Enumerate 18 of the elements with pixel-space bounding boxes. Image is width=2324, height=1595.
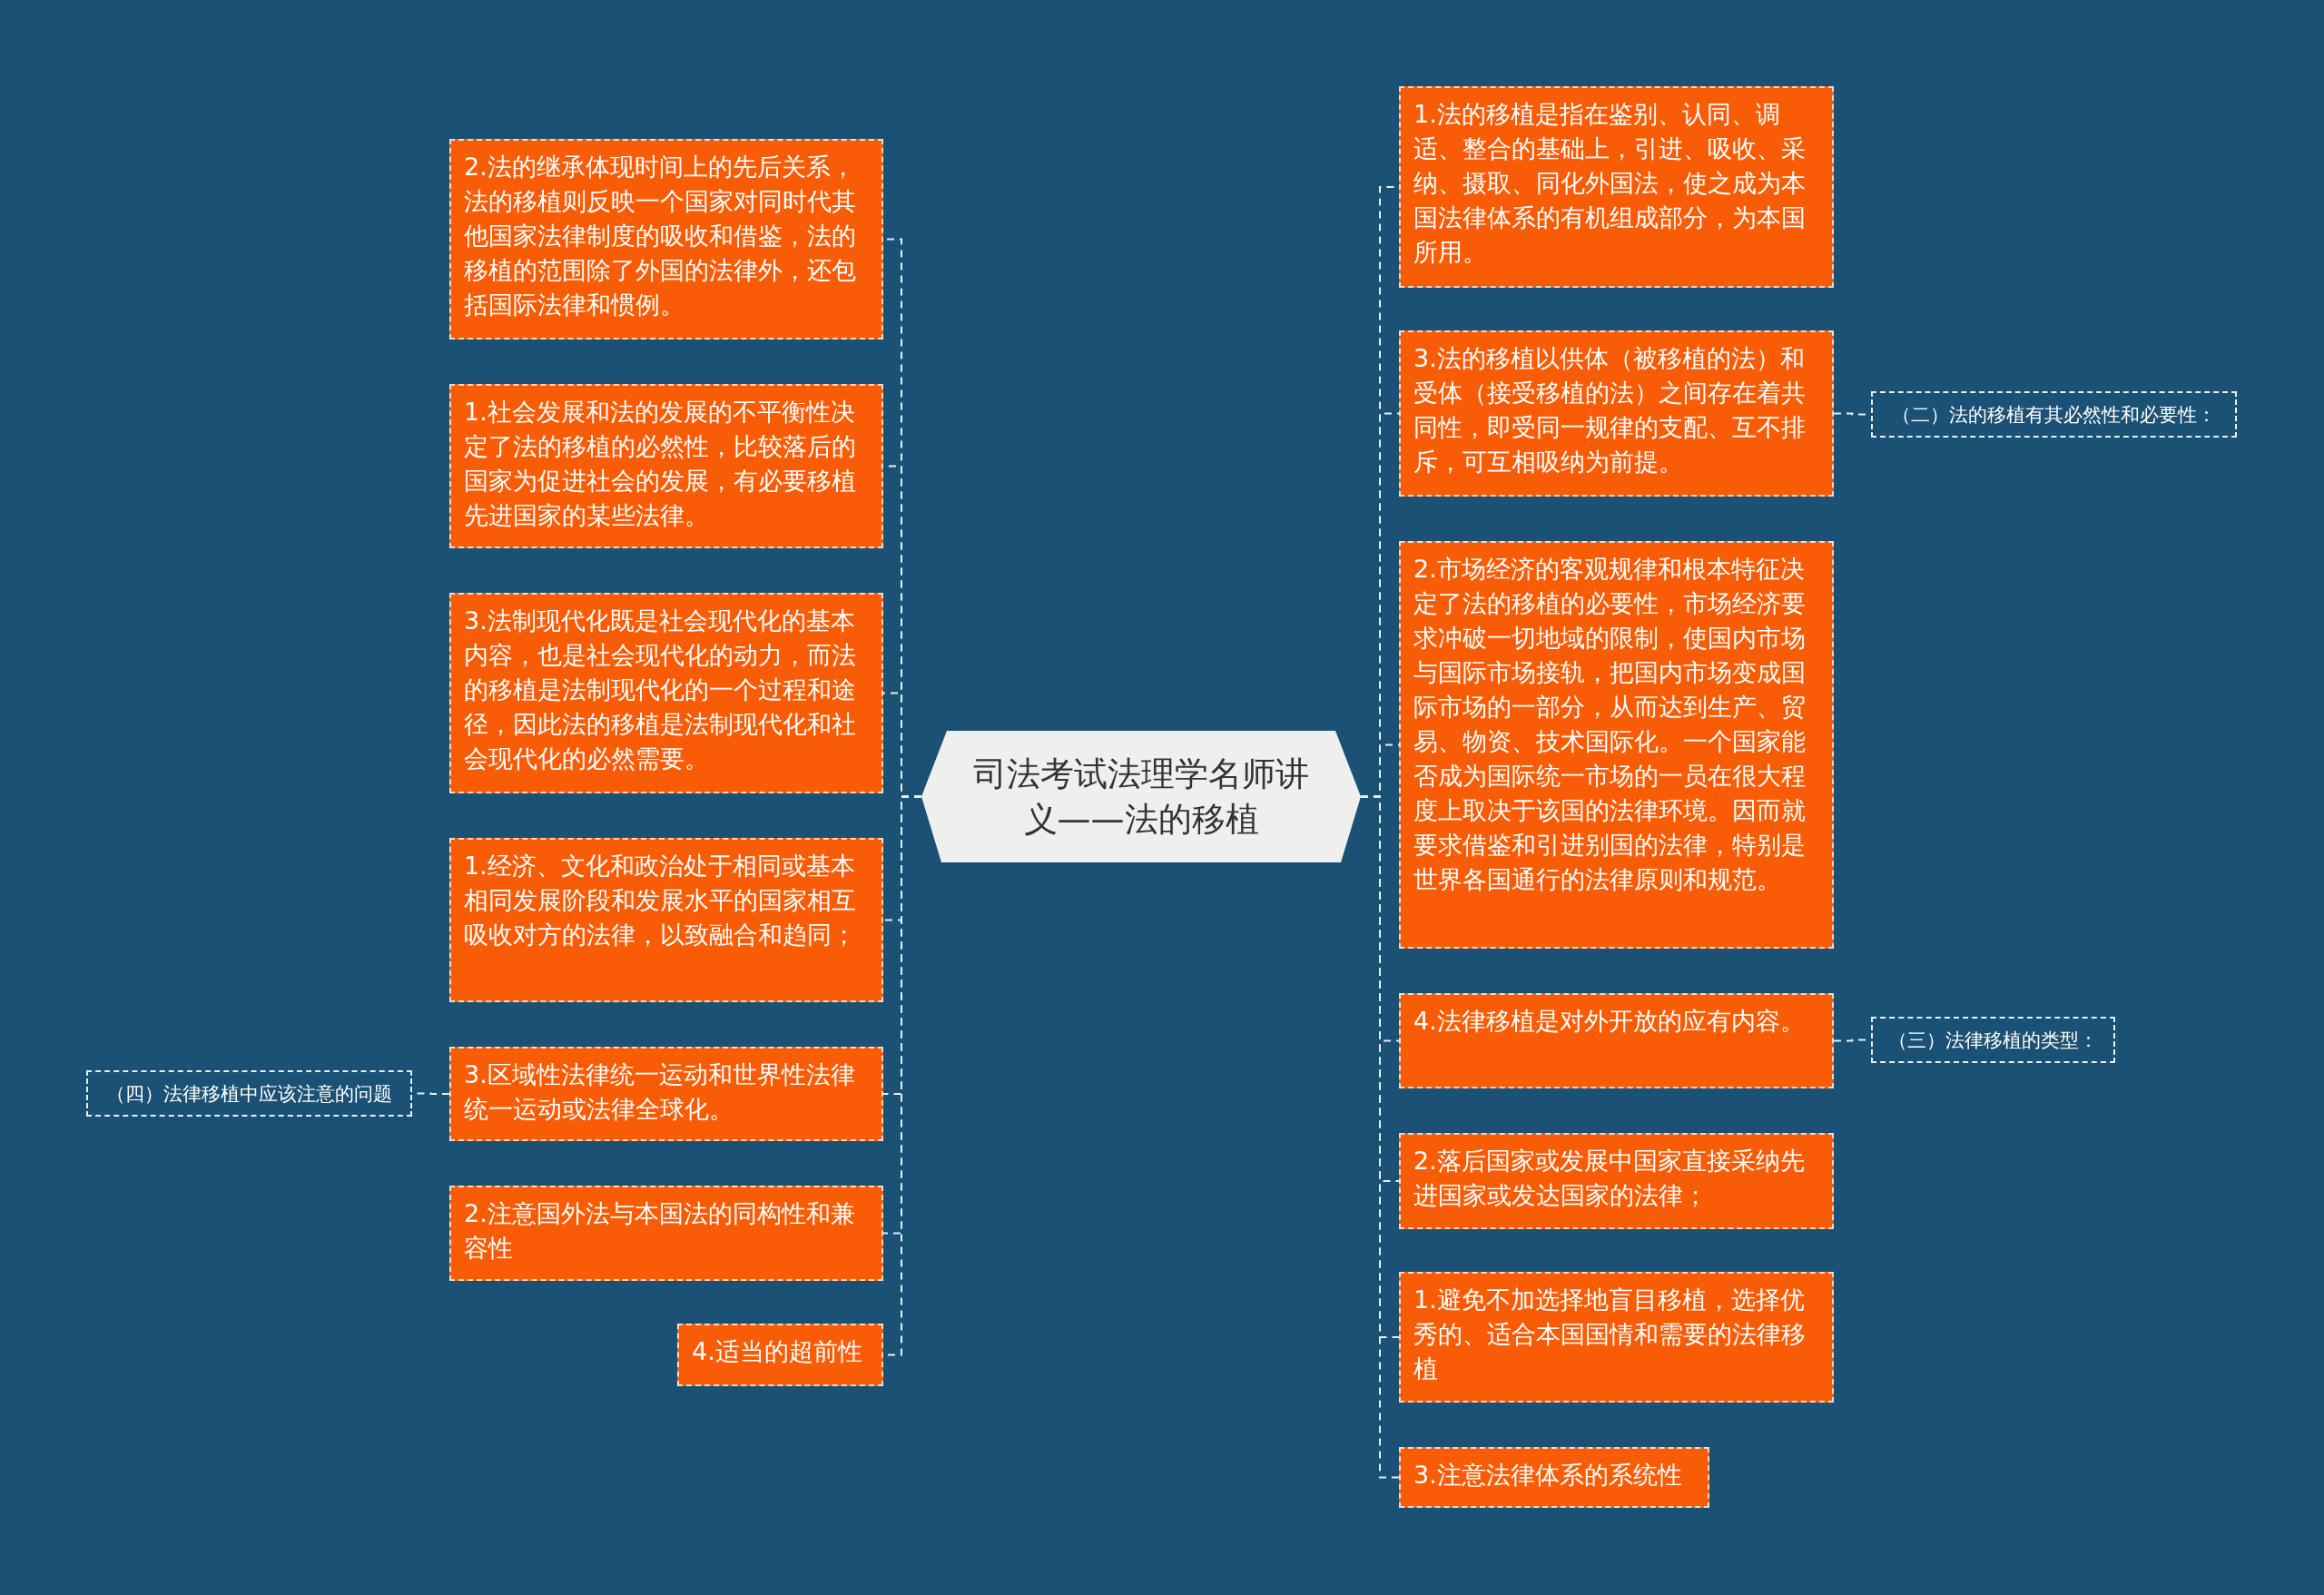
text-box: 3.法的移植以供体（被移植的法）和受体（接受移植的法）之间存在着共同性，即受同一规律的支配、互不排斥，可互相吸纳为前提。 (1399, 330, 1834, 497)
subtopic-box: （二）法的移植有其必然性和必要性： (1871, 391, 2237, 438)
text-box: 1.社会发展和法的发展的不平衡性决定了法的移植的必然性，比较落后的国家为促进社会的发展，有必要移植先进国家的某些法律。 (449, 384, 883, 548)
text-box: 3.区域性法律统一运动和世界性法律统一运动或法律全球化。 (449, 1047, 883, 1141)
text-box: 1.经济、文化和政治处于相同或基本相同发展阶段和发展水平的国家相互吸收对方的法律，以致融合和趋同； (449, 838, 883, 1002)
text-box: 2.注意国外法与本国法的同构性和兼容性 (449, 1186, 883, 1281)
topic-hexagon: 司法考试法理学名师讲义——法的移植 (921, 731, 1361, 862)
text-box: 3.注意法律体系的系统性 (1399, 1447, 1709, 1508)
text-box: 3.法制现代化既是社会现代化的基本内容，也是社会现代化的动力，而法的移植是法制现代化的一个过程和途径，因此法的移植是法制现代化和社会现代化的必然需要。 (449, 593, 883, 793)
text-box: 2.市场经济的客观规律和根本特征决定了法的移植的必要性，市场经济要求冲破一切地域的限制，使国内市场与国际市场接轨，把国内市场变成国际市场的一部分，从而达到生产、贸易、物资、技术国际化。一个国家能否成为国际统一市场的一员在很大程度上取决于该国的法律环境。因而就要求借鉴和引进别国的法律，特别是世界各国通行的法律原则和规范。 (1399, 541, 1834, 949)
subtopic-box: （三）法律移植的类型： (1871, 1017, 2115, 1063)
text-box: 4.法律移植是对外开放的应有内容。 (1399, 993, 1834, 1088)
text-box: 2.落后国家或发展中国家直接采纳先进国家或发达国家的法律； (1399, 1133, 1834, 1229)
text-box: 2.法的继承体现时间上的先后关系，法的移植则反映一个国家对同时代其他国家法律制度的吸收和借鉴，法的移植的范围除了外国的法律外，还包括国际法律和惯例。 (449, 139, 883, 340)
text-box: 4.适当的超前性 (677, 1324, 883, 1386)
subtopic-box: （四）法律移植中应该注意的问题 (86, 1070, 412, 1117)
text-box: 1.避免不加选择地盲目移植，选择优秀的、适合本国国情和需要的法律移植 (1399, 1272, 1834, 1403)
text-box: 1.法的移植是指在鉴别、认同、调适、整合的基础上，引进、吸收、采纳、摄取、同化外国法，使之成为本国法律体系的有机组成部分，为本国所用。 (1399, 86, 1834, 288)
